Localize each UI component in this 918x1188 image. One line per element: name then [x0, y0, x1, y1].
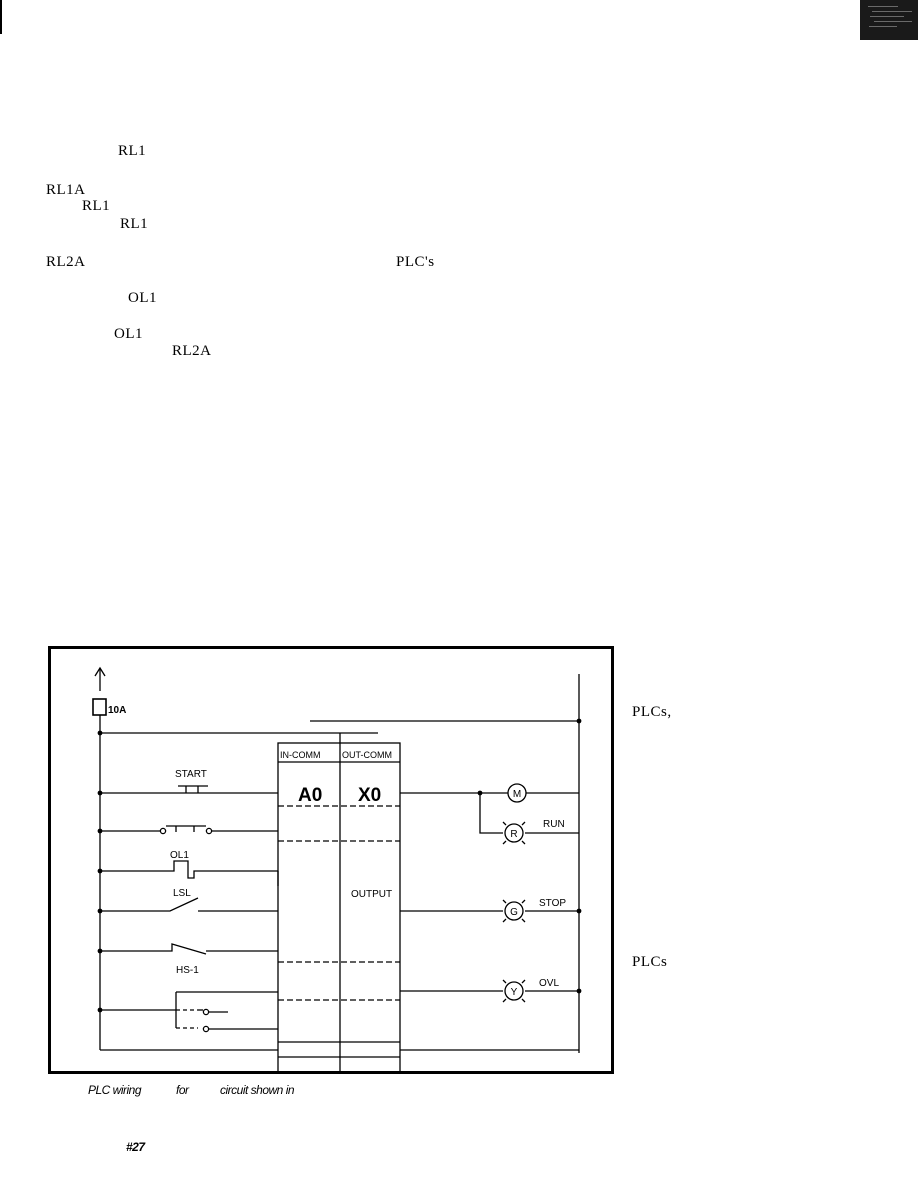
ovl-label: OVL [539, 978, 559, 989]
text-plcs: PLCs [632, 954, 668, 970]
start-label: START [175, 769, 207, 780]
text-plcs-possessive: PLC's [396, 254, 435, 270]
left-margin-rule [0, 0, 2, 34]
caption-circuit-shown: circuit shown in [220, 1083, 295, 1097]
fuse-label: 10A [108, 705, 126, 716]
input-address: A0 [298, 785, 322, 806]
text-rl1: RL1 [120, 216, 149, 232]
out-comm-label: OUT-COMM [342, 750, 392, 760]
text-rl1: RL1 [82, 198, 111, 214]
page-number: #27 [126, 1140, 145, 1154]
text-ol1: OL1 [128, 290, 157, 306]
text-rl1: RL1 [118, 143, 147, 159]
hs1-label: HS-1 [176, 965, 199, 976]
in-comm-label: IN-COMM [280, 750, 321, 760]
run-label: RUN [543, 819, 565, 830]
yellow-lamp-label: Y [511, 987, 518, 998]
red-lamp-label: R [510, 829, 517, 840]
text-rl1a: RL1A [46, 182, 86, 198]
caption-for: for [176, 1083, 189, 1097]
text-ol1: OL1 [114, 326, 143, 342]
text-rl2a: RL2A [46, 254, 86, 270]
output-address: X0 [358, 785, 381, 806]
green-lamp-label: G [510, 907, 518, 918]
text-rl2a: RL2A [172, 343, 212, 359]
plc-wiring-diagram: 10A IN-COMM OUT-COMM A0 X0 OUTPUT START … [48, 646, 614, 1074]
motor-label: M [513, 789, 521, 800]
lsl-label: LSL [173, 888, 191, 899]
corner-thumb-tab [860, 0, 918, 40]
ol1-label: OL1 [170, 850, 189, 861]
text-plcs: PLCs, [632, 704, 672, 720]
caption-plc-wiring: PLC wiring [88, 1083, 142, 1097]
output-label: OUTPUT [351, 889, 392, 900]
stop-label: STOP [539, 898, 566, 909]
